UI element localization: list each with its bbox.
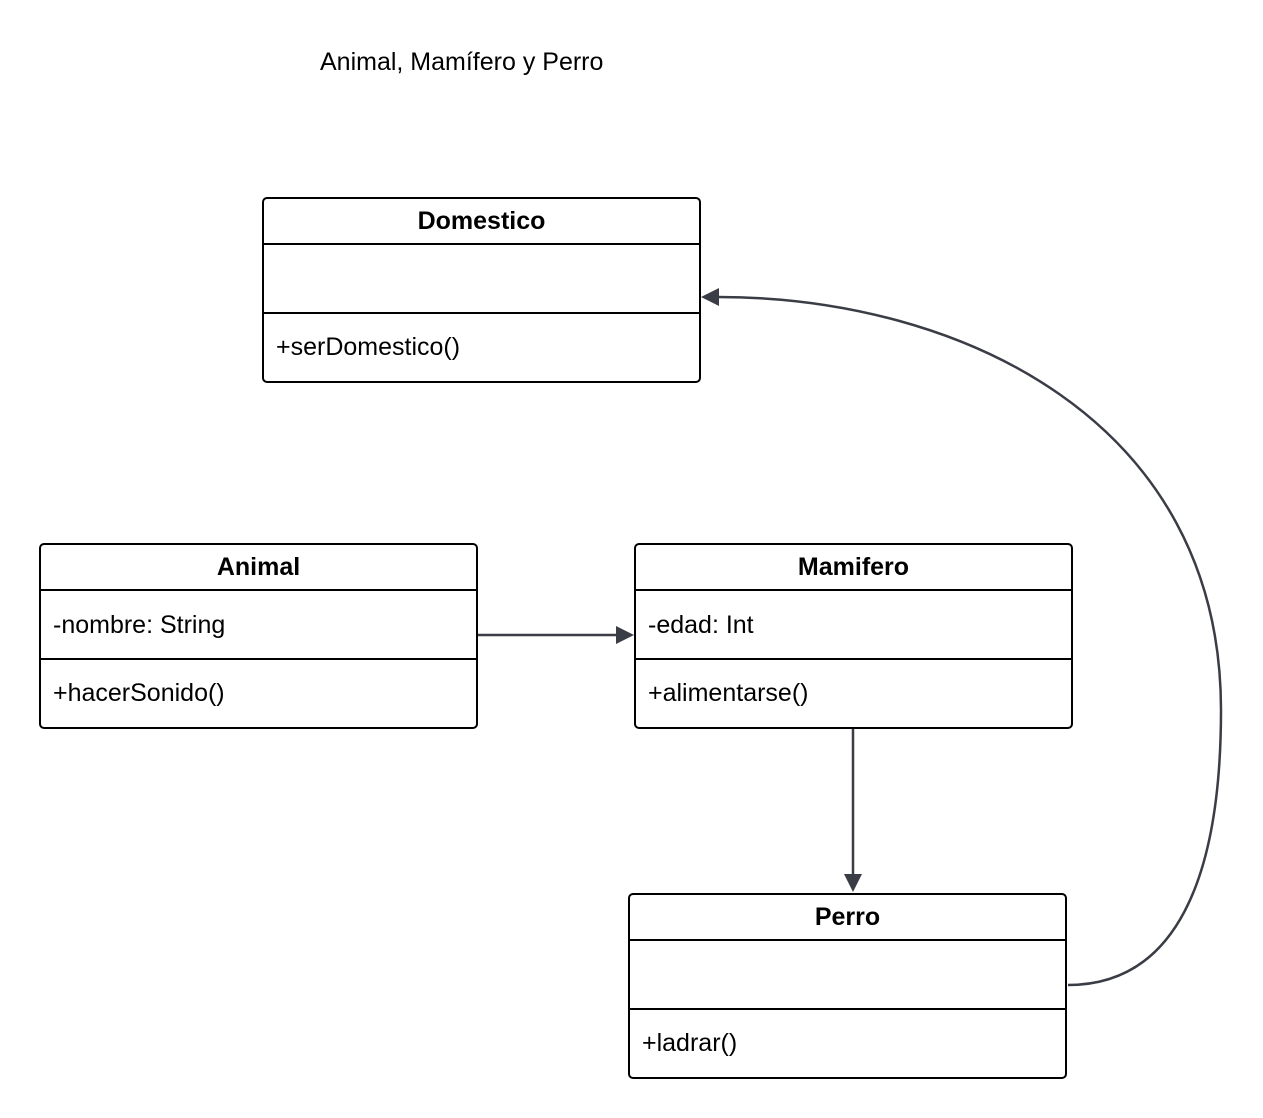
class-name: Animal	[41, 545, 476, 591]
class-methods: +hacerSonido()	[53, 679, 225, 707]
class-box-perro[interactable]: Perro +ladrar()	[628, 893, 1067, 1079]
arrowhead-icon	[844, 874, 862, 892]
edge-animal-to-mamifero[interactable]	[478, 626, 634, 644]
class-box-domestico[interactable]: Domestico +serDomestico()	[262, 197, 701, 383]
class-methods: +alimentarse()	[648, 679, 809, 707]
edge-mamifero-to-perro[interactable]	[844, 729, 862, 892]
class-methods: +serDomestico()	[276, 333, 461, 361]
class-name: Perro	[630, 895, 1065, 941]
class-box-mamifero[interactable]: Mamifero -edad: Int +alimentarse()	[634, 543, 1073, 729]
diagram-title: Animal, Mamífero y Perro	[320, 48, 604, 76]
class-attributes: -nombre: String	[41, 591, 476, 660]
arrowhead-icon	[616, 626, 634, 644]
class-attributes	[630, 941, 1065, 1010]
arrowhead-icon	[701, 288, 719, 306]
edge-line	[717, 295, 1223, 987]
edge-perro-to-domestico[interactable]	[701, 288, 1223, 987]
class-name: Domestico	[264, 199, 699, 245]
class-box-animal[interactable]: Animal -nombre: String +hacerSonido()	[39, 543, 478, 729]
class-methods: +ladrar()	[642, 1029, 738, 1057]
class-attributes	[264, 245, 699, 314]
class-name: Mamifero	[636, 545, 1071, 591]
class-attributes: -edad: Int	[636, 591, 1071, 660]
